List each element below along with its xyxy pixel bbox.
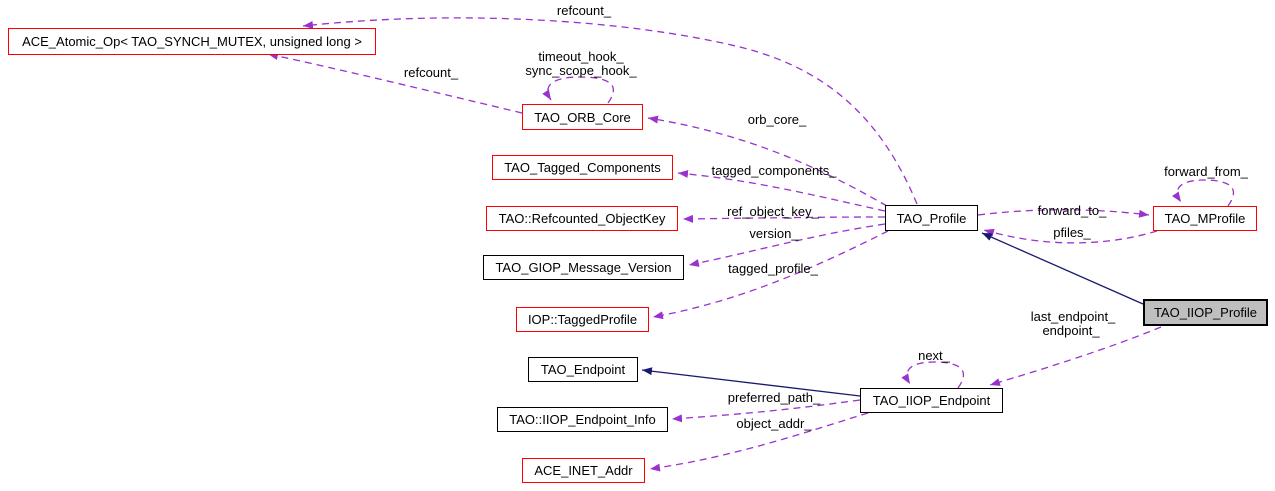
- edge-label-tagged-profile: tagged_profile_: [728, 261, 818, 276]
- node-tao-mprofile[interactable]: TAO_MProfile: [1153, 206, 1257, 231]
- edge-label-pfiles: pfiles_: [1053, 225, 1091, 240]
- node-tao-iiop-profile: TAO_IIOP_Profile: [1143, 299, 1268, 326]
- edge-orb-core: [647, 115, 888, 207]
- node-iop-taggedprofile[interactable]: IOP::TaggedProfile: [516, 307, 649, 332]
- edge-next-self-loop: [901, 361, 965, 389]
- node-tao-giop-message-version[interactable]: TAO_GIOP_Message_Version: [483, 255, 684, 280]
- edge-label-last-endpoint: last_endpoint_: [1030, 309, 1116, 324]
- node-tao-profile[interactable]: TAO_Profile: [885, 205, 978, 231]
- edge-inherit-iiop-endpoint: [641, 367, 861, 397]
- edge-label-refcount-orb: refcount_: [403, 65, 459, 80]
- edge-label-endpoint: endpoint_: [1042, 323, 1100, 338]
- edge-label-tagged-components: tagged_components_: [711, 163, 837, 178]
- node-tao-iiop-endpoint-info[interactable]: TAO::IIOP_Endpoint_Info: [497, 407, 668, 432]
- edge-forward-to: [977, 209, 1150, 218]
- edge-ref-object-key: [682, 214, 886, 223]
- edge-endpoint-member: [989, 326, 1162, 386]
- edge-mprofile-self-loop: [1172, 179, 1235, 207]
- edge-tagged-profile: [652, 230, 889, 320]
- edge-object-addr: [649, 412, 869, 472]
- edge-label-orb-core: orb_core_: [747, 112, 807, 127]
- edge-label-next: next_: [918, 348, 950, 363]
- node-tao-tagged-components[interactable]: TAO_Tagged_Components: [492, 155, 673, 180]
- edge-version: [688, 223, 886, 267]
- edge-label-forward-to: forward_to_: [1037, 203, 1107, 218]
- node-ace-atomic-op[interactable]: ACE_Atomic_Op< TAO_SYNCH_MUTEX, unsigned…: [8, 28, 376, 55]
- edge-label-timeout-hook: timeout_hook_: [538, 49, 624, 64]
- edge-orbcore-self-loop: [542, 76, 614, 104]
- node-ace-inet-addr[interactable]: ACE_INET_Addr: [522, 458, 645, 483]
- edge-tagged-components: [677, 169, 886, 212]
- node-tao-iiop-endpoint[interactable]: TAO_IIOP_Endpoint: [860, 388, 1003, 413]
- edge-label-object-addr: object_addr_: [736, 416, 812, 431]
- edge-refcount-from-orbcore: [267, 52, 523, 114]
- edge-label-refcount-top: refcount_: [556, 3, 612, 18]
- edge-label-ref-object-key: ref_object_key_: [727, 204, 819, 219]
- edge-label-sync-scope-hook: sync_scope_hook_: [525, 63, 637, 78]
- edge-label-version: version_: [749, 226, 799, 241]
- node-tao-orb-core[interactable]: TAO_ORB_Core: [522, 104, 643, 130]
- edge-inherit-iiop-profile: [981, 232, 1144, 305]
- edge-pfiles: [983, 228, 1158, 244]
- edge-label-preferred-path: preferred_path_: [727, 390, 821, 405]
- node-tao-refcounted-objectkey[interactable]: TAO::Refcounted_ObjectKey: [486, 206, 678, 231]
- node-tao-endpoint[interactable]: TAO_Endpoint: [528, 357, 638, 382]
- edge-label-forward-from: forward_from_: [1164, 164, 1248, 179]
- edge-refcount-from-profile: [302, 17, 918, 205]
